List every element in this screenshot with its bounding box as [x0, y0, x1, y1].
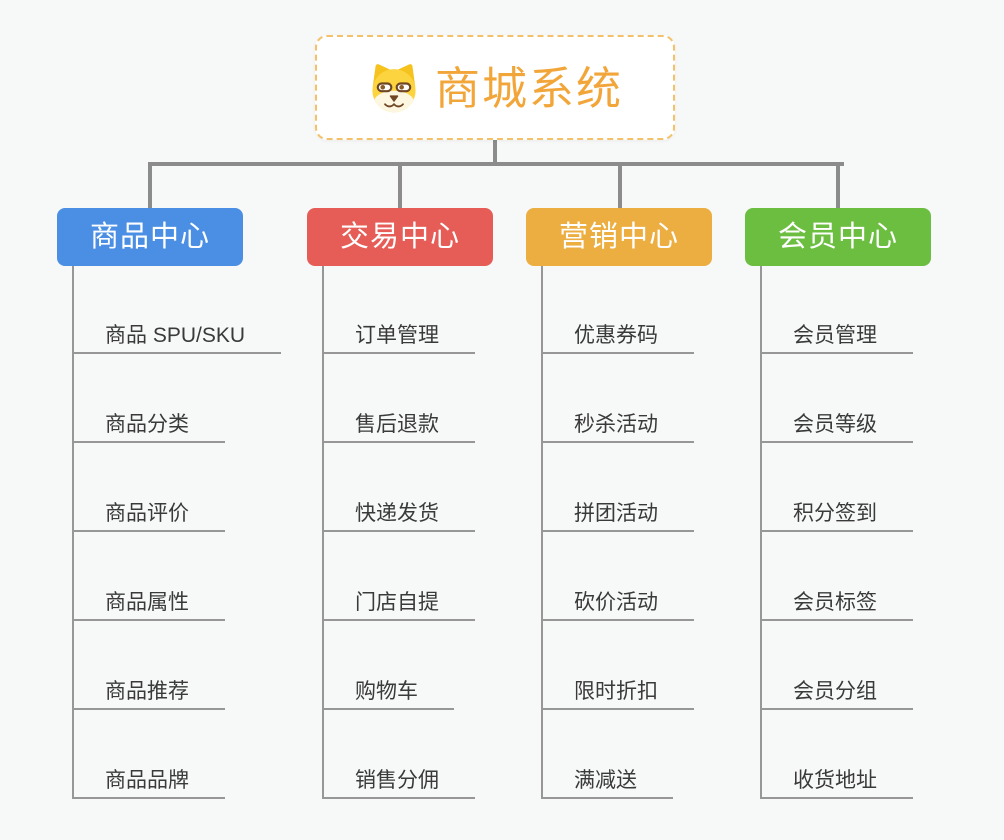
- leaf-node-product-center[interactable]: 商品 SPU/SKU: [72, 315, 282, 354]
- branch-node-product-center[interactable]: 商品中心: [57, 208, 243, 266]
- branch-drop-connector: [398, 162, 402, 208]
- branch-node-member-center[interactable]: 会员中心: [745, 208, 931, 266]
- branch-label: 会员中心: [777, 220, 898, 253]
- branch-trunk-line: [72, 266, 74, 799]
- branch-drop-connector: [836, 162, 840, 208]
- branch-trunk-line: [541, 266, 543, 799]
- branch-label: 商品中心: [89, 220, 210, 253]
- leaf-node-trade-center[interactable]: 门店自提: [322, 582, 475, 621]
- leaf-node-member-center[interactable]: 会员管理: [760, 315, 913, 354]
- branch-trunk-line: [322, 266, 324, 799]
- leaf-node-product-center[interactable]: 商品推荐: [72, 671, 225, 710]
- leaf-node-trade-center[interactable]: 订单管理: [322, 315, 475, 354]
- branch-drop-connector: [618, 162, 622, 208]
- branch-bus-connector: [148, 162, 844, 166]
- leaf-node-marketing-center[interactable]: 秒杀活动: [541, 404, 694, 443]
- leaf-node-marketing-center[interactable]: 优惠券码: [541, 315, 694, 354]
- branch-node-trade-center[interactable]: 交易中心: [307, 208, 493, 266]
- leaf-node-member-center[interactable]: 会员分组: [760, 671, 913, 710]
- branch-drop-connector: [148, 162, 152, 208]
- leaf-node-product-center[interactable]: 商品分类: [72, 404, 225, 443]
- leaf-node-member-center[interactable]: 会员等级: [760, 404, 913, 443]
- leaf-node-marketing-center[interactable]: 拼团活动: [541, 493, 694, 532]
- branch-node-marketing-center[interactable]: 营销中心: [526, 208, 712, 266]
- leaf-node-member-center[interactable]: 积分签到: [760, 493, 913, 532]
- branch-label: 交易中心: [339, 220, 460, 253]
- leaf-node-trade-center[interactable]: 购物车: [322, 671, 454, 710]
- leaf-node-product-center[interactable]: 商品品牌: [72, 760, 225, 799]
- leaf-node-marketing-center[interactable]: 限时折扣: [541, 671, 694, 710]
- leaf-node-member-center[interactable]: 收货地址: [760, 760, 913, 799]
- leaf-node-product-center[interactable]: 商品评价: [72, 493, 225, 532]
- leaf-node-marketing-center[interactable]: 满减送: [541, 760, 673, 799]
- root-topic-node[interactable]: 商城系统: [315, 35, 675, 140]
- dog-face-icon: [367, 62, 421, 114]
- root-stem-connector: [493, 140, 497, 166]
- leaf-node-marketing-center[interactable]: 砍价活动: [541, 582, 694, 621]
- leaf-node-member-center[interactable]: 会员标签: [760, 582, 913, 621]
- branch-trunk-line: [760, 266, 762, 799]
- leaf-node-trade-center[interactable]: 销售分佣: [322, 760, 475, 799]
- root-topic-title: 商城系统: [434, 63, 623, 114]
- leaf-node-trade-center[interactable]: 售后退款: [322, 404, 475, 443]
- leaf-node-trade-center[interactable]: 快递发货: [322, 493, 475, 532]
- leaf-node-product-center[interactable]: 商品属性: [72, 582, 225, 621]
- branch-label: 营销中心: [558, 220, 679, 253]
